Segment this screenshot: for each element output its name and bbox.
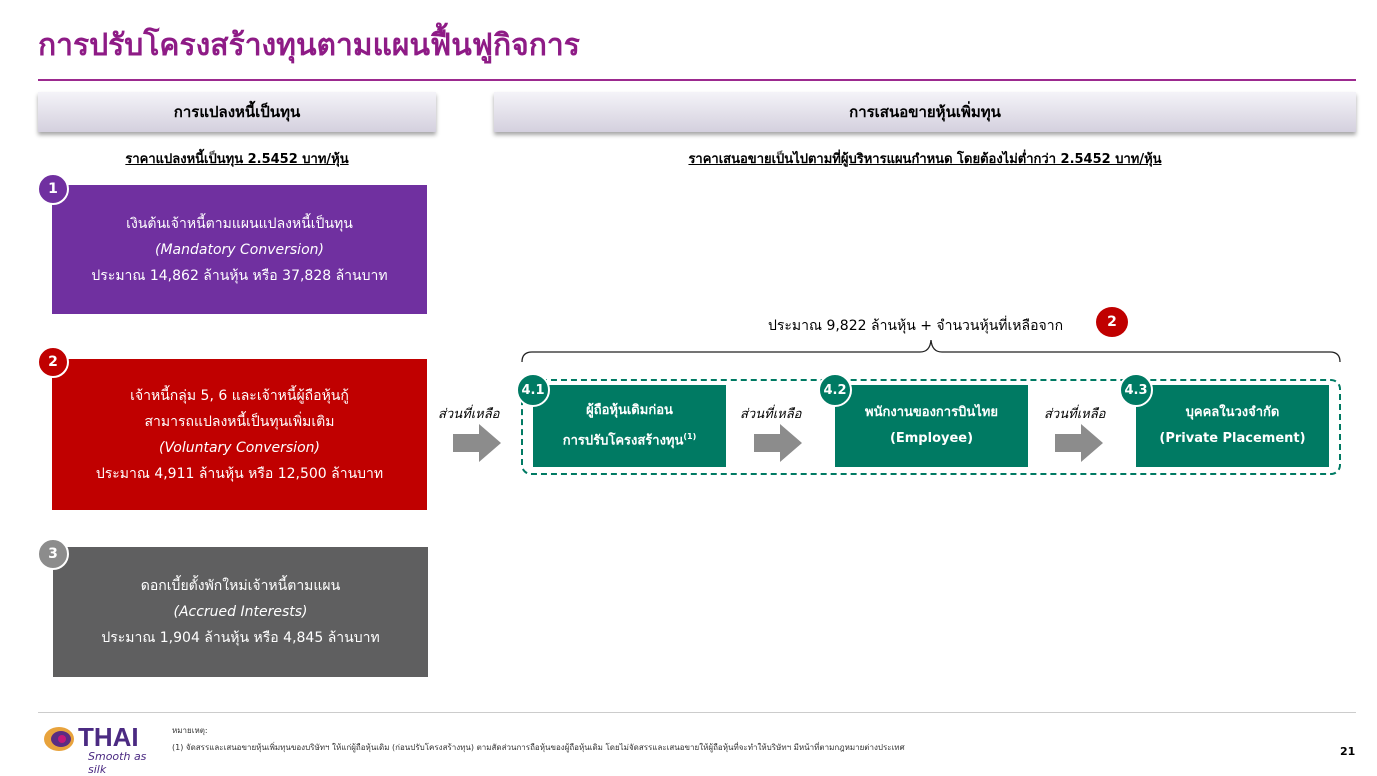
page-number: 21 (1340, 745, 1356, 758)
mandatory-conversion-box: เงินต้นเจ้าหนี้ตามแผนแปลงหนี้เป็นทุน (Ma… (52, 185, 427, 314)
logo-text: THAI (78, 722, 139, 752)
voluntary-conversion-box: เจ้าหนี้กลุ่ม 5, 6 และเจ้าหนี้ผู้ถือหุ้น… (52, 359, 427, 510)
box-title: เจ้าหนี้กลุ่ม 5, 6 และเจ้าหนี้ผู้ถือหุ้น… (130, 387, 349, 404)
footnote-ref: (1) (683, 431, 697, 441)
badge-3: 3 (37, 538, 69, 570)
remainder-label: ส่วนที่เหลือ (1044, 407, 1106, 422)
title-divider (38, 79, 1356, 81)
share-offering-header: การเสนอขายหุ้นเพิ่มทุน (494, 92, 1356, 132)
badge-1: 1 (37, 173, 69, 205)
conversion-price: ราคาแปลงหนี้เป็นทุน 2.5452 บาท/หุ้น (125, 152, 349, 167)
box-english: (Voluntary Conversion) (159, 439, 320, 456)
step-private-placement: บุคคลในวงจำกัด (Private Placement) (1136, 385, 1329, 467)
step-employees: พนักงานของการบินไทย (Employee) (835, 385, 1028, 467)
footer-divider (38, 712, 1356, 713)
step-title-2: (Employee) (889, 431, 974, 446)
box-english: (Mandatory Conversion) (155, 241, 324, 258)
badge-2: 2 (37, 346, 69, 378)
footnote: (1) จัดสรรและเสนอขายหุ้นเพิ่มทุนของบริษั… (172, 743, 905, 752)
box-amount: ประมาณ 4,911 ล้านหุ้น หรือ 12,500 ล้านบา… (95, 465, 384, 482)
step-title: ผู้ถือหุ้นเดิมก่อน (586, 402, 673, 418)
box-title-2: สามารถแปลงหนี้เป็นทุนเพิ่มเติม (144, 413, 335, 430)
brace-icon (521, 339, 1341, 363)
step-title: พนักงานของการบินไทย (865, 405, 998, 420)
step-title-2: การปรับโครงสร้างทุน (562, 433, 684, 449)
step-badge-4-1: 4.1 (516, 373, 550, 407)
offering-group (521, 379, 1341, 475)
step-badge-4-2: 4.2 (818, 373, 852, 407)
thai-logo: THAI Smooth as silk (40, 722, 160, 776)
remainder-label: ส่วนที่เหลือ (740, 407, 802, 422)
arrow-right-icon (754, 424, 802, 462)
note-title: หมายเหตุ: (172, 726, 208, 735)
step-badge-4-3: 4.3 (1119, 373, 1153, 407)
logo-tagline: Smooth as silk (88, 750, 147, 776)
orchid-logo-icon (44, 727, 74, 751)
box-title: เงินต้นเจ้าหนี้ตามแผนแปลงหนี้เป็นทุน (126, 215, 353, 232)
offering-price: ราคาเสนอขายเป็นไปตามที่ผู้บริหารแผนกำหนด… (688, 152, 1162, 167)
ref-badge-2: 2 (1096, 307, 1128, 337)
box-english: (Accrued Interests) (173, 604, 308, 620)
debt-conversion-header: การแปลงหนี้เป็นทุน (38, 92, 436, 132)
remainder-label: ส่วนที่เหลือ (438, 407, 500, 422)
page-title: การปรับโครงสร้างทุนตามแผนฟื้นฟูกิจการ (38, 28, 580, 63)
accrued-interest-box: ดอกเบี้ยตั้งพักใหม่เจ้าหนี้ตามแผน (Accru… (53, 547, 428, 677)
arrow-right-icon (1055, 424, 1103, 462)
step-title-2: (Private Placement) (1159, 431, 1306, 446)
step-existing-shareholders: ผู้ถือหุ้นเดิมก่อน การปรับโครงสร้างทุน(1… (533, 385, 726, 467)
step-title: บุคคลในวงจำกัด (1185, 405, 1280, 420)
brace-label: ประมาณ 9,822 ล้านหุ้น + จำนวนหุ้นที่เหลื… (768, 318, 1064, 334)
box-amount: ประมาณ 1,904 ล้านหุ้น หรือ 4,845 ล้านบาท (101, 630, 380, 646)
box-amount: ประมาณ 14,862 ล้านหุ้น หรือ 37,828 ล้านบ… (91, 267, 388, 284)
box-title: ดอกเบี้ยตั้งพักใหม่เจ้าหนี้ตามแผน (140, 578, 341, 594)
arrow-right-icon (453, 424, 501, 462)
